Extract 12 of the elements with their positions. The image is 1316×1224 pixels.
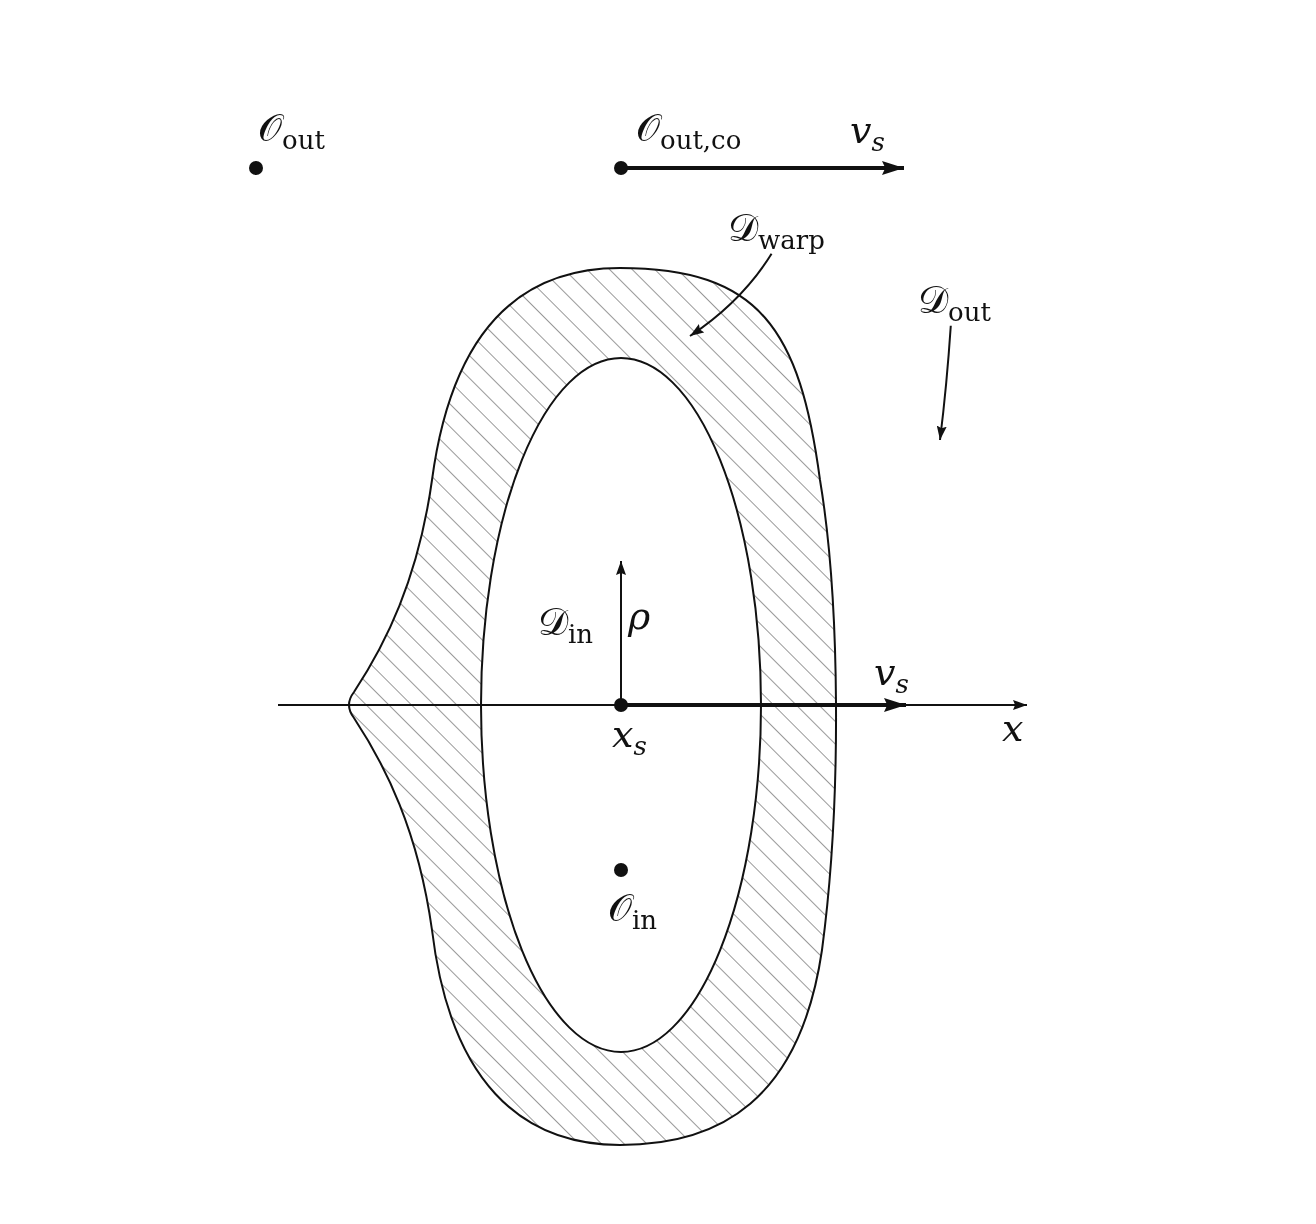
velocity-label: v$_{s}$	[874, 652, 909, 694]
velocity-label: v$_{s}$	[850, 110, 885, 152]
axis-label: ρ	[628, 596, 651, 638]
point-label: 𝒪$_{out}$	[258, 108, 325, 150]
leader-arrow	[936, 324, 952, 441]
point-label: 𝒪$_{in}$	[608, 888, 658, 930]
region-label: 𝒟$_{in}$	[538, 602, 594, 644]
leader-arrow	[689, 252, 773, 337]
hatched-warp-region	[348, 267, 837, 1146]
point-label: x$_{s}$	[612, 714, 647, 756]
region-label: 𝒟$_{out}$	[918, 280, 991, 322]
axis-label: x	[1002, 708, 1024, 750]
